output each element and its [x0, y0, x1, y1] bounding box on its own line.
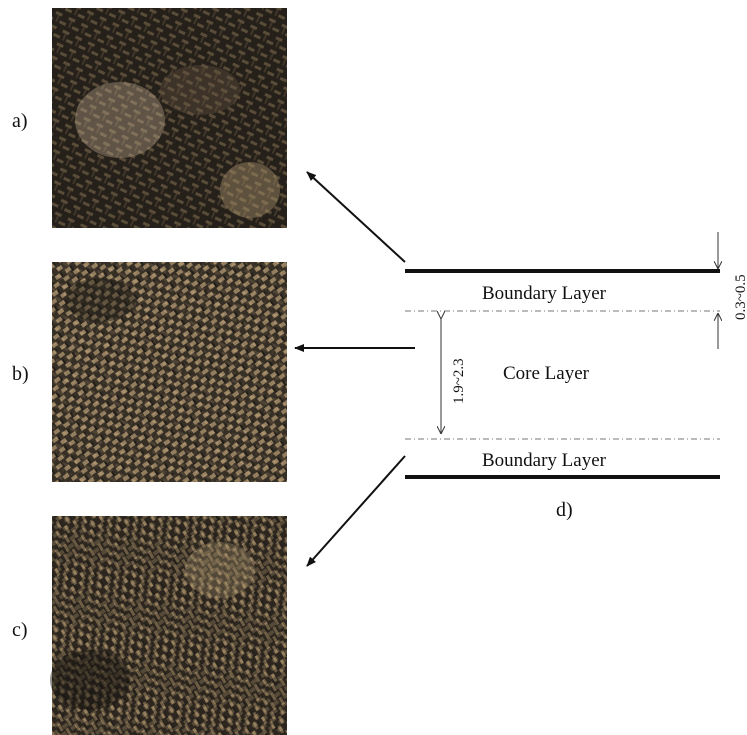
arrow-to-panel-c — [307, 456, 405, 566]
core-layer-label: Core Layer — [503, 363, 590, 384]
boundary-thickness-label: 0.3~0.5 — [733, 274, 747, 320]
micrograph-a — [52, 8, 287, 228]
schematic-label: d) — [556, 499, 573, 521]
arrow-to-panel-a — [307, 172, 405, 262]
panel-c-label: c) — [12, 619, 28, 641]
top-boundary-layer-label: Boundary Layer — [482, 283, 607, 304]
layer-schematic: Boundary Layer Core Layer Boundary Layer… — [405, 232, 747, 521]
panel-a-label: a) — [12, 110, 28, 132]
micrograph-c — [50, 516, 287, 735]
micrograph-b — [52, 262, 287, 482]
panel-b-label: b) — [12, 363, 29, 385]
core-thickness-label: 1.9~2.3 — [451, 358, 467, 404]
bottom-boundary-layer-label: Boundary Layer — [482, 450, 607, 471]
